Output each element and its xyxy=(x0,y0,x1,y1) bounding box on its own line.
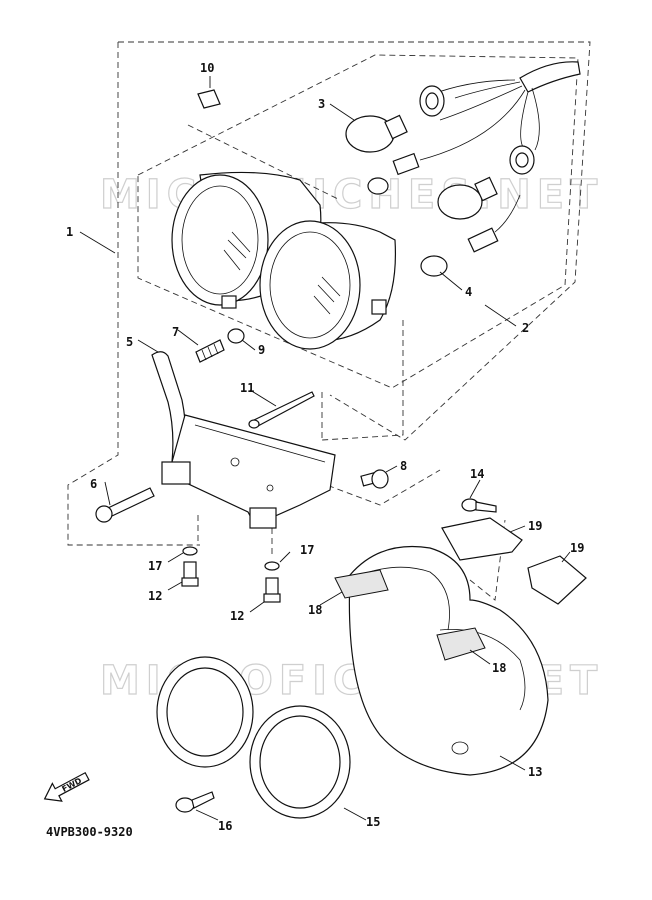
callout-3: 3 xyxy=(318,97,325,111)
assembly-outline-1 xyxy=(67,41,591,546)
callout-18-left: 18 xyxy=(308,603,322,617)
bulb-3 xyxy=(345,85,445,153)
callout-19-right: 19 xyxy=(570,541,584,555)
callout-16: 16 xyxy=(218,819,232,833)
callout-17-right: 17 xyxy=(300,543,314,557)
headlight-right xyxy=(259,220,396,350)
callout-12-right: 12 xyxy=(230,609,244,623)
bolt-8 xyxy=(360,469,389,489)
callout-7: 7 xyxy=(172,325,179,339)
callout-17-left: 17 xyxy=(148,559,162,573)
drawing-code: 4VPB300-9320 xyxy=(46,825,133,839)
leader-lines xyxy=(79,76,571,821)
svg-text:FWD: FWD xyxy=(60,776,83,794)
headlight-shell-13 xyxy=(334,545,549,776)
screw-16 xyxy=(175,791,215,813)
callout-9: 9 xyxy=(258,343,265,357)
callout-12-left: 12 xyxy=(148,589,162,603)
washer-17-left xyxy=(182,546,198,556)
pad-19-right xyxy=(527,555,587,605)
callout-14: 14 xyxy=(470,467,484,481)
callout-6: 6 xyxy=(90,477,97,491)
callout-10: 10 xyxy=(200,61,214,75)
grommet-10 xyxy=(197,89,221,109)
callout-15: 15 xyxy=(366,815,380,829)
callout-18-right: 18 xyxy=(492,661,506,675)
cable-tie-11 xyxy=(253,391,315,427)
nut-9 xyxy=(227,328,245,344)
bolt-6 xyxy=(95,487,155,523)
wire-harness xyxy=(419,61,581,233)
callout-19-left: 19 xyxy=(528,519,542,533)
socket-left xyxy=(367,152,420,195)
callout-8: 8 xyxy=(400,459,407,473)
bracket-5 xyxy=(151,351,336,529)
bolt-12-left xyxy=(181,561,199,587)
callout-13: 13 xyxy=(528,765,542,779)
forward-arrow-icon: FWD xyxy=(43,771,90,802)
washer-17-right xyxy=(264,561,280,571)
callout-4: 4 xyxy=(465,285,472,299)
bulb-right xyxy=(437,145,535,220)
bolt-12-right xyxy=(263,577,281,603)
callout-2: 2 xyxy=(522,321,529,335)
assembly-outline-2 xyxy=(137,54,579,389)
callout-11: 11 xyxy=(240,381,254,395)
bulb-4 xyxy=(420,227,499,277)
screw-14 xyxy=(461,498,497,513)
watermark-top: MICROFICHES.NET xyxy=(100,172,603,218)
bezel-15 xyxy=(156,656,351,819)
callout-5: 5 xyxy=(126,335,133,349)
callout-1: 1 xyxy=(66,225,73,239)
pad-19-left xyxy=(441,517,523,561)
